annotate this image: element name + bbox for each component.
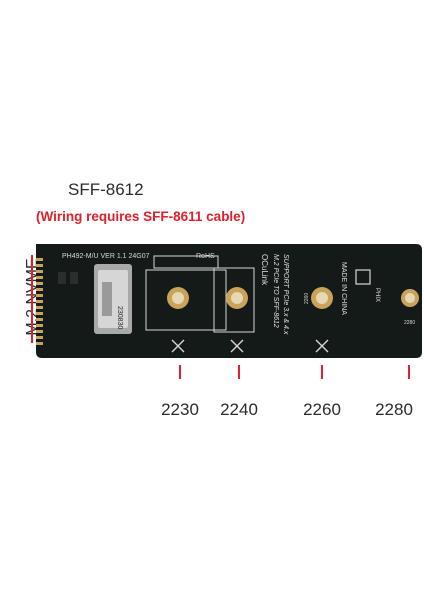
sff-8612-connector <box>94 264 132 334</box>
gold-fingers <box>36 258 43 345</box>
length-label-2260: 2260 <box>303 400 341 419</box>
mount-footprint-outline <box>145 255 255 333</box>
length-marker-2240 <box>238 365 240 379</box>
scissors-icon <box>171 339 329 353</box>
length-label-2280: 2280 <box>375 400 413 419</box>
mounting-holes <box>167 287 419 309</box>
smd-component <box>70 272 78 284</box>
brand-name: OCuLink <box>260 254 269 286</box>
spec-line-1: M.2 PCIe TO SFF-8612 <box>272 254 279 328</box>
length-label-2230: 2230 <box>161 400 199 419</box>
hole-label-2260: 2260 <box>304 293 310 304</box>
made-in-label: MADE IN CHINA <box>340 262 347 315</box>
length-marker-2260 <box>321 365 323 379</box>
board-model: PH492-M/U VER 1.1 24G07 <box>62 253 150 260</box>
m2-side-marker <box>31 255 33 343</box>
brand-logo <box>355 269 371 285</box>
logo-text: PHIX <box>374 288 380 302</box>
length-marker-2280 <box>408 365 410 379</box>
chip-code: 230830 <box>116 306 123 329</box>
spec-line-2: SUPPORT PCIe 3.x & 4.x <box>282 254 289 335</box>
connector-title: SFF-8612 <box>68 180 144 199</box>
adapter-board: PH492-M/U VER 1.1 24G07 RoHS 230830 OCuL… <box>36 244 422 358</box>
wiring-note: (Wiring requires SFF-8611 cable) <box>36 209 246 224</box>
length-marker-2230 <box>179 365 181 379</box>
smd-component <box>58 272 66 284</box>
hole-label-2280: 2280 <box>404 320 415 326</box>
rohs-mark: RoHS <box>196 253 215 260</box>
length-label-2240: 2240 <box>220 400 258 419</box>
